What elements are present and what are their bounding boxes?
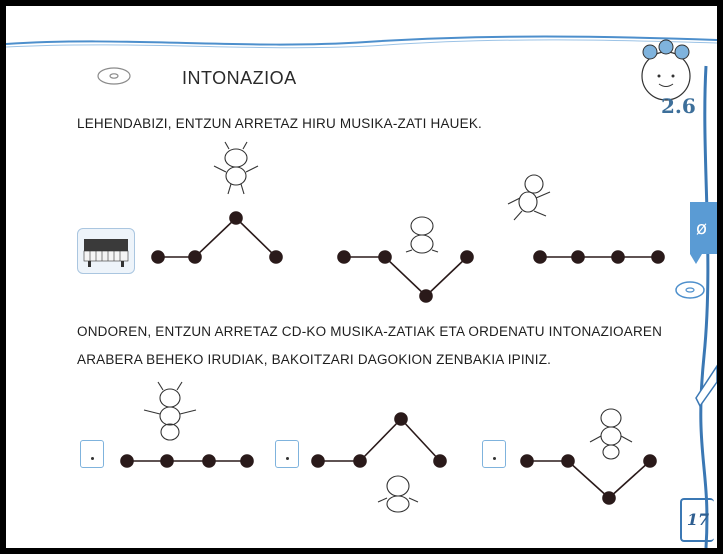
section-badge: 2.6 xyxy=(661,94,696,118)
page-number: 17 xyxy=(680,498,714,542)
cd-icon-side xyxy=(675,281,705,299)
ant-figure-crouching xyxy=(405,216,439,254)
ant-figure-arms-out xyxy=(143,381,197,441)
pitch-patterns-top xyxy=(151,141,665,303)
pitch-patterns-bottom xyxy=(120,381,657,513)
ant-figure-sitting xyxy=(377,475,419,513)
answer-box-1[interactable] xyxy=(80,440,104,468)
piano-icon xyxy=(77,228,135,274)
ant-figure-running xyxy=(507,174,551,221)
ant-figure-jumping xyxy=(213,141,259,195)
instruction-first: LEHENDABIZI, ENTZUN ARRETAZ HIRU MUSIKA-… xyxy=(77,116,482,131)
svg-text:ø: ø xyxy=(696,218,707,239)
workbook-page: INTONAZIOA 2.6 LEHENDABIZI, ENTZUN ARRET… xyxy=(6,6,717,548)
no-write-icon xyxy=(690,202,717,264)
page-title: INTONAZIOA xyxy=(182,68,297,88)
cartoon-kid xyxy=(641,39,691,101)
answer-box-3[interactable] xyxy=(482,440,506,468)
cd-icon xyxy=(97,67,131,85)
instruction-second: ONDOREN, ENTZUN ARRETAZ CD-KO MUSIKA-ZAT… xyxy=(77,324,663,367)
side-decoration xyxy=(699,65,710,548)
top-wave-line xyxy=(6,35,717,49)
answer-box-2[interactable] xyxy=(275,440,299,468)
side-icons: ø xyxy=(675,202,717,408)
ant-figure-standing xyxy=(589,408,633,460)
pencil-icon xyxy=(695,364,717,408)
